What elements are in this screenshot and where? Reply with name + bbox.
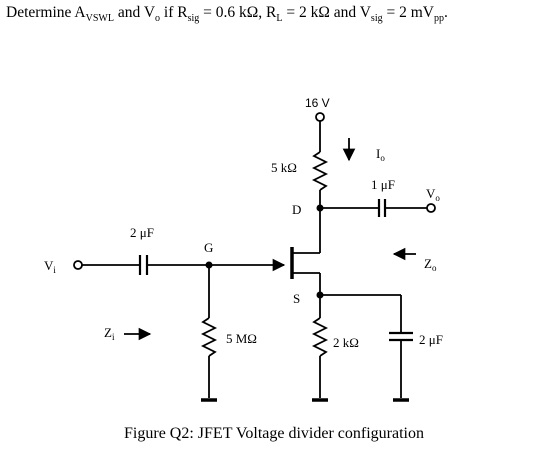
source-resistor-label: 2 kΩ: [333, 335, 359, 350]
input-capacitor-label: 2 μF: [130, 225, 154, 240]
drain-resistor-label: 5 kΩ: [271, 160, 297, 175]
vi-label: Vi: [44, 258, 56, 275]
gate-resistor-label: 5 MΩ: [226, 331, 257, 346]
output-terminal: [426, 203, 436, 213]
problem-statement: Determine AVSWL and Vo if Rsig = 0.6 kΩ,…: [6, 4, 546, 24]
source-resistor: [311, 317, 329, 357]
figure-caption: Figure Q2: JFET Voltage divider configur…: [124, 425, 424, 442]
zo-label: Zo: [424, 256, 437, 273]
problem-text-part: and V: [113, 4, 156, 21]
gate-resistor: [200, 317, 218, 357]
problem-subscript: L: [276, 13, 283, 25]
problem-text-part: = 0.6 kΩ, R: [199, 4, 277, 21]
problem-text-part: = 2 kΩ and V: [282, 4, 371, 21]
drain-resistor: [311, 151, 329, 191]
problem-subscript: pp: [433, 13, 444, 25]
problem-subscript: VSWL: [85, 13, 114, 25]
problem-text-part: .: [443, 4, 448, 21]
problem-text-part: Determine A: [6, 4, 86, 21]
input-terminal: [73, 260, 83, 270]
problem-subscript: sig: [370, 13, 383, 25]
gate-label: G: [204, 240, 213, 255]
problem-text-part: if R: [160, 4, 188, 21]
problem-subscript: o: [155, 13, 161, 25]
zi-label: Zi: [104, 325, 115, 342]
drain-label: D: [292, 202, 301, 217]
supply-terminal: [315, 112, 325, 122]
bypass-capacitor-label: 2 μF: [419, 332, 443, 347]
problem-text-part: = 2 mV: [382, 4, 434, 21]
io-label: Io: [376, 146, 385, 163]
problem-subscript: sig: [187, 13, 200, 25]
supply-voltage-label: 16 V: [305, 96, 330, 110]
output-capacitor-label: 1 μF: [371, 177, 395, 192]
vo-label: Vo: [426, 186, 440, 203]
source-label: S: [293, 291, 300, 306]
